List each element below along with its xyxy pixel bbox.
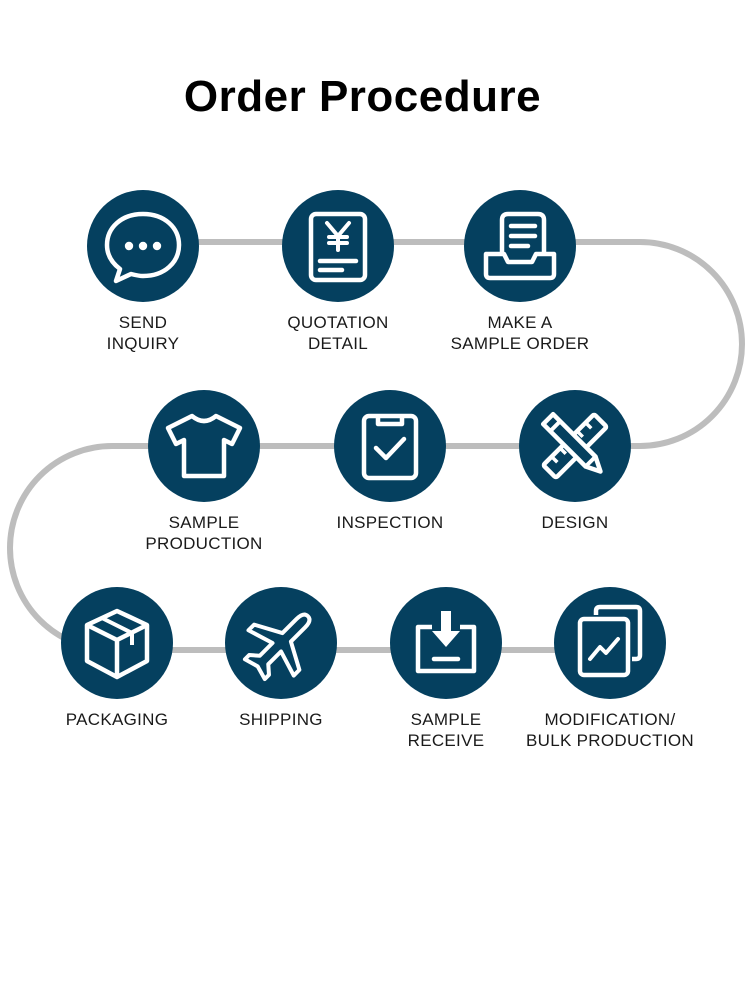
pencil-ruler-icon bbox=[540, 411, 609, 480]
clipboard-check-icon bbox=[361, 413, 419, 481]
quotation-document-icon bbox=[308, 211, 368, 283]
page-title: Order Procedure bbox=[183, 72, 542, 121]
step-circle bbox=[390, 587, 502, 699]
box-icon bbox=[84, 608, 150, 680]
step-label: MODIFICATION/BULK PRODUCTION bbox=[526, 710, 694, 750]
step-circle bbox=[282, 190, 394, 302]
step-circle bbox=[554, 587, 666, 699]
step-circle bbox=[148, 390, 260, 502]
step-label: PACKAGING bbox=[65, 710, 169, 729]
step-label: DESIGN bbox=[541, 513, 609, 532]
step-label: SHIPPING bbox=[239, 710, 323, 729]
step-circle bbox=[464, 190, 576, 302]
step-circle bbox=[61, 587, 173, 699]
chat-bubble-icon bbox=[104, 211, 182, 284]
step-circle bbox=[334, 390, 446, 502]
step-label: INSPECTION bbox=[336, 513, 444, 532]
t-shirt-icon bbox=[165, 413, 243, 479]
step-circle bbox=[519, 390, 631, 502]
airplane-icon bbox=[242, 612, 312, 682]
sample-order-tray-icon bbox=[483, 211, 557, 281]
chart-cards-icon bbox=[577, 604, 643, 678]
step-circle bbox=[225, 587, 337, 699]
step-circle bbox=[87, 190, 199, 302]
download-tray-icon bbox=[415, 611, 477, 674]
